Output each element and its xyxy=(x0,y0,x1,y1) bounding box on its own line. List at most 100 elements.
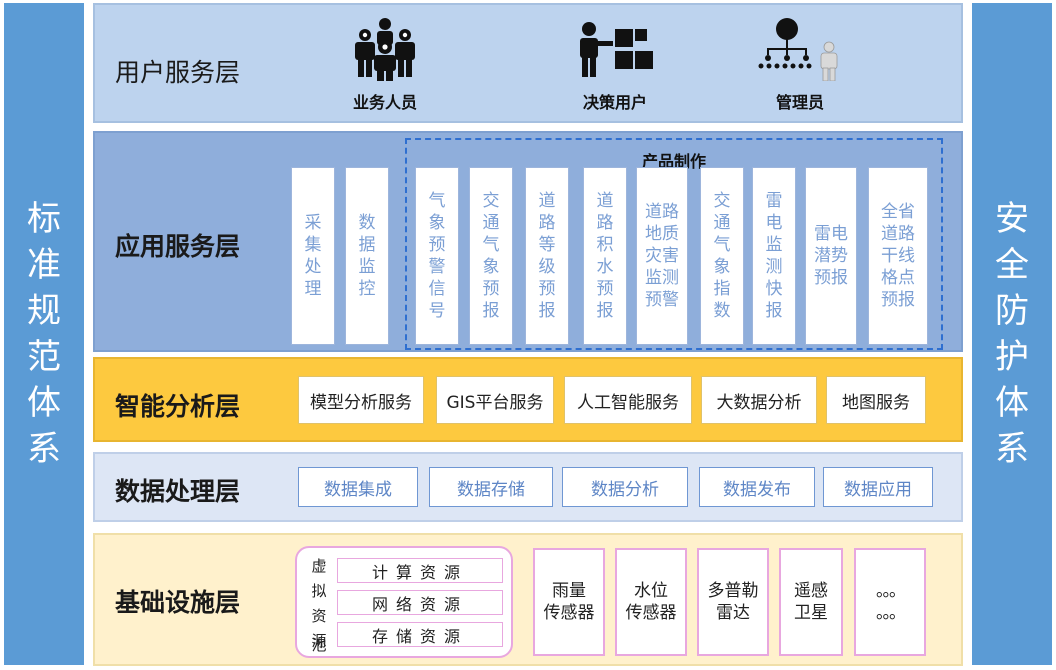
card-line: 通 xyxy=(713,213,731,233)
card-label: 数据发布 xyxy=(723,479,791,500)
standards-pillar: 标 准 规 范 体 系 xyxy=(4,3,84,665)
data-process-card: 数据应用 xyxy=(823,467,933,507)
pillar-char: 全 xyxy=(995,245,1029,285)
card-line: 水位 xyxy=(634,581,668,601)
card-line: 快 xyxy=(765,279,783,299)
layer-title: 智能分析层 xyxy=(115,392,241,421)
card-line: 交 xyxy=(713,191,731,211)
user-service-layer: 用户服务层 业务人员 xyxy=(93,3,963,123)
decision-user-persona: 决策用户 xyxy=(555,17,675,113)
card-line: 集 xyxy=(304,235,322,255)
card-line: 控 xyxy=(358,279,376,299)
virtual-resource-pool: 虚 拟 资 源 池 计算资源 网络资源 存储资源 xyxy=(295,546,513,658)
card-line: 据 xyxy=(358,235,376,255)
pillar-char: 准 xyxy=(27,245,61,285)
card-label: 数据存储 xyxy=(457,479,525,500)
card-line: 报 xyxy=(765,301,783,321)
card-label: GIS平台服务 xyxy=(446,392,544,413)
persona-label: 业务人员 xyxy=(352,93,417,112)
pillar-char: 护 xyxy=(995,337,1029,377)
analysis-service-card: 人工智能服务 xyxy=(564,376,692,424)
card-line: 预 xyxy=(596,279,614,299)
product-card: 道路 地质 灾害 监测 预警 xyxy=(636,167,688,345)
card-line: 多普勒 xyxy=(707,581,759,601)
data-processing-layer: 数据处理层 数据集成 数据存储 数据分析 数据发布 数据应用 xyxy=(93,452,963,522)
layer-title: 数据处理层 xyxy=(115,477,241,506)
card-line: 预警 xyxy=(645,290,679,310)
pillar-char: 系 xyxy=(27,429,61,469)
pool-label-char: 源 xyxy=(311,632,327,650)
card-line: 通 xyxy=(482,213,500,233)
card-line: 号 xyxy=(428,301,446,321)
card-label: 大数据分析 xyxy=(716,392,802,413)
card-line: 水 xyxy=(596,257,614,277)
card-line: 格点 xyxy=(881,268,915,288)
card-line: 路 xyxy=(538,213,556,233)
card-line: 气 xyxy=(482,235,500,255)
card-line: 道路 xyxy=(645,202,679,222)
card-label: 人工智能服务 xyxy=(577,392,679,413)
card-line: 警 xyxy=(428,257,446,277)
card-line: 灾害 xyxy=(645,246,679,266)
card-line: 道 xyxy=(538,191,556,211)
card-line: 潜势 xyxy=(814,246,848,266)
layer-title: 基础设施层 xyxy=(115,588,241,617)
product-card: 交 通 气 象 指 数 xyxy=(700,167,744,345)
decision-user-icon xyxy=(580,22,653,77)
intelligent-analysis-layer: 智能分析层 模型分析服务 GIS平台服务 人工智能服务 大数据分析 地图服务 xyxy=(93,357,963,442)
product-card: 道 路 等 级 预 报 xyxy=(525,167,569,345)
pool-label-char: 虚 xyxy=(311,557,327,575)
rain-sensor-card: 雨量 传感器 xyxy=(533,548,605,656)
product-card: 雷电 潜势 预报 xyxy=(805,167,857,345)
card-label: 地图服务 xyxy=(842,392,910,413)
card-line: 积 xyxy=(596,235,614,255)
resource-label: 网络资源 xyxy=(371,594,468,614)
business-people-persona: 业务人员 xyxy=(325,17,445,113)
analysis-service-card: GIS平台服务 xyxy=(436,376,554,424)
card-line: 监 xyxy=(358,257,376,277)
card-line: 数 xyxy=(713,301,731,321)
analysis-service-card: 地图服务 xyxy=(826,376,926,424)
card-line: 等 xyxy=(538,235,556,255)
card-line: 道路 xyxy=(881,224,915,244)
analysis-service-card: 模型分析服务 xyxy=(298,376,424,424)
card-line: 理 xyxy=(304,279,322,299)
card-line: 雷达 xyxy=(716,603,750,623)
card-line: 指 xyxy=(713,279,731,299)
card-line: 交 xyxy=(482,191,500,211)
product-card: 雷 电 监 测 快 报 xyxy=(752,167,796,345)
card-line: 。。。 xyxy=(876,603,906,623)
layer-title: 应用服务层 xyxy=(115,232,241,261)
card-line: 遥感 xyxy=(794,581,828,601)
card-line: 全省 xyxy=(881,202,915,222)
more-devices-card: 。。。 。。。 xyxy=(854,548,926,656)
card-line: 信 xyxy=(428,279,446,299)
card-line: 地质 xyxy=(645,224,679,244)
card-line: 预报 xyxy=(881,290,915,310)
card-label: 数据应用 xyxy=(844,479,912,500)
card-line: 预报 xyxy=(814,268,848,288)
card-line: 雷电 xyxy=(814,224,848,244)
card-line: 象 xyxy=(482,257,500,277)
product-card: 全省 道路 干线 格点 预报 xyxy=(868,167,928,345)
card-line: 级 xyxy=(538,257,556,277)
card-line: 。。。 xyxy=(876,581,906,601)
card-line: 雨量 xyxy=(552,581,586,601)
storage-resource: 存储资源 xyxy=(337,622,503,647)
card-line: 气 xyxy=(428,191,446,211)
pillar-char: 防 xyxy=(995,291,1029,331)
pillar-char: 系 xyxy=(995,429,1029,469)
product-card: 道 路 积 水 预 报 xyxy=(583,167,627,345)
card-line: 预 xyxy=(538,279,556,299)
card-line: 传感器 xyxy=(625,603,677,623)
card-line: 处 xyxy=(304,257,322,277)
product-production-group: 产品制作 xyxy=(405,138,943,350)
pillar-char: 范 xyxy=(27,337,61,377)
card-line: 预 xyxy=(428,235,446,255)
card-line: 报 xyxy=(538,301,556,321)
data-process-card: 数据分析 xyxy=(562,467,688,507)
card-line: 电 xyxy=(765,213,783,233)
analysis-service-card: 大数据分析 xyxy=(701,376,817,424)
card-label: 数据分析 xyxy=(591,479,659,500)
card-label: 数据集成 xyxy=(324,479,392,500)
